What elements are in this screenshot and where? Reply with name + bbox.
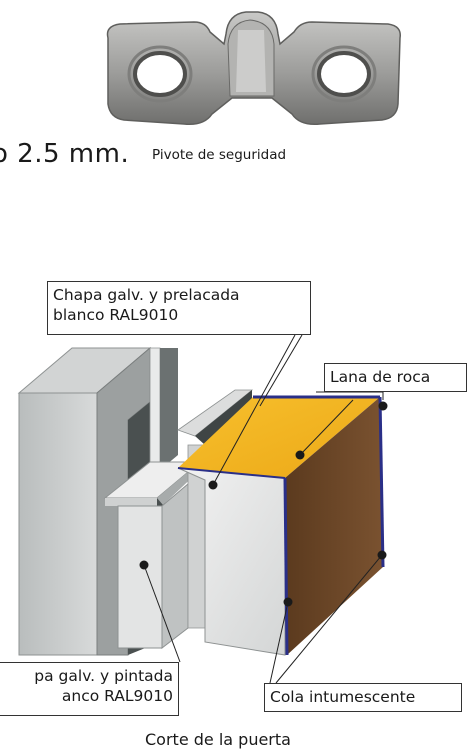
callout-top-sheet-line1: Chapa galv. y prelacada: [53, 286, 240, 304]
callout-bottom-sheet: pa galv. y pintada anco RAL9010: [0, 662, 179, 716]
safety-pivot-image: [106, 11, 401, 126]
thickness-spec: o 2.5 mm.: [0, 139, 130, 169]
diagram-caption: Corte de la puerta: [145, 730, 291, 749]
callout-intumescent: Cola intumescente: [264, 683, 462, 712]
callout-rock-wool: Lana de roca: [324, 363, 467, 392]
leader-lines: [143, 334, 384, 684]
rock-wool-fill: [178, 397, 380, 478]
intumescent-glue-face: [285, 397, 383, 655]
door-profile-3d: [17, 346, 385, 656]
pivot-hole-left: [133, 51, 187, 97]
door-section-diagram: [17, 11, 401, 684]
edge-seal-front: [283, 477, 289, 656]
callout-top-sheet: Chapa galv. y prelacada blanco RAL9010: [47, 281, 311, 335]
pivot-label: Pivote de seguridad: [152, 147, 287, 163]
callout-bottom-sheet-line2: anco RAL9010: [61, 687, 173, 705]
pivot-hole-right: [317, 51, 371, 97]
edge-seal-back: [378, 396, 385, 568]
leader-dots: [139, 401, 388, 607]
callout-intumescent-text: Cola intumescente: [270, 688, 416, 706]
callout-top-sheet-line2: blanco RAL9010: [53, 306, 179, 324]
callout-bottom-sheet-line1: pa galv. y pintada: [34, 667, 173, 685]
callout-rock-wool-text: Lana de roca: [330, 368, 431, 386]
